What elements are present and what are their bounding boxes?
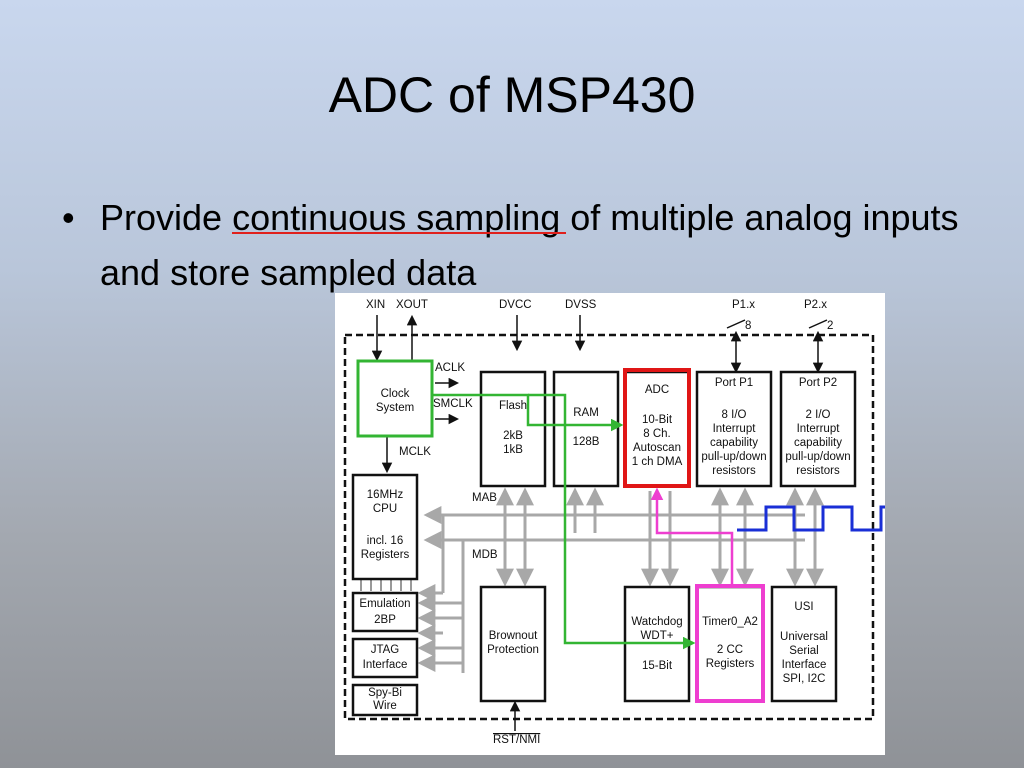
block-flash-line-2: 2kB xyxy=(503,430,523,442)
pin-p1-width-label: 8 xyxy=(745,320,751,332)
block-watchdog-line-1: Watchdog xyxy=(631,616,682,628)
highlight-timer xyxy=(695,584,765,703)
block-spy-bi-wire xyxy=(351,683,419,717)
block-emulation-line-1: Emulation xyxy=(359,598,410,610)
block-jtag-line-2: Interface xyxy=(363,659,408,671)
highlight-clock-system xyxy=(356,359,434,438)
pin-xout-label: XOUT xyxy=(396,299,428,311)
pin-xin-label: XIN xyxy=(366,299,385,311)
block-timer-line-3: Registers xyxy=(706,658,755,670)
block-usi-line-5: SPI, I2C xyxy=(783,673,826,685)
block-adc-line-2: 10-Bit xyxy=(642,414,673,426)
block-port-p2-line-1: Port P2 xyxy=(799,377,837,389)
timer-trigger-path xyxy=(650,487,734,585)
block-watchdog-line-2: WDT+ xyxy=(641,630,674,642)
block-port-p1-line-2: 8 I/O xyxy=(722,409,747,421)
block-watchdog-line-3: 15-Bit xyxy=(642,660,673,672)
signal-mdb-label: MDB xyxy=(472,549,498,561)
block-brownout-line-2: Protection xyxy=(487,644,539,656)
bullet-text-pre: Provide xyxy=(100,197,233,238)
block-adc-line-4: Autoscan xyxy=(633,442,681,454)
block-port-p1-line-4: capability xyxy=(710,437,758,449)
block-port-p2-line-3: Interrupt xyxy=(797,423,841,435)
block-adc-line-5: 1 ch DMA xyxy=(632,456,683,468)
block-adc-line-1: ADC xyxy=(645,384,669,396)
block-brownout-line-1: Brownout xyxy=(489,630,538,642)
block-cpu-line-4: Registers xyxy=(361,549,410,561)
highlight-adc xyxy=(623,368,691,488)
block-port-p2-line-4: capability xyxy=(794,437,842,449)
bullet-dot: • xyxy=(62,197,75,238)
bullet-item: Provide continuous sampling of multiple … xyxy=(100,190,960,300)
chip-boundary xyxy=(343,333,875,721)
timer-square-waveform xyxy=(737,505,885,532)
block-jtag xyxy=(351,637,419,679)
block-spybi-line-1: Spy-Bi xyxy=(368,687,402,699)
block-flash-line-3: 1kB xyxy=(503,444,523,456)
pin-p2x-label: P2.x xyxy=(804,299,827,311)
block-usi xyxy=(770,585,838,703)
block-flash xyxy=(479,370,547,488)
block-timer-line-2: 2 CC xyxy=(717,644,743,656)
block-jtag-line-1: JTAG xyxy=(371,644,400,656)
block-usi-line-2: Universal xyxy=(780,631,828,643)
pin-dvss-label: DVSS xyxy=(565,299,597,311)
signal-aclk-label: ACLK xyxy=(435,362,465,374)
block-ram-line-2: 128B xyxy=(573,436,600,448)
pin-p2-width-label: 2 xyxy=(827,320,833,332)
block-flash-line-1: Flash xyxy=(499,400,527,412)
block-port-p1 xyxy=(695,370,773,488)
pin-dvcc-label: DVCC xyxy=(499,299,532,311)
block-clock-line-1: Clock xyxy=(381,388,410,400)
block-ram xyxy=(552,370,620,488)
block-port-p1-line-6: resistors xyxy=(712,465,756,477)
block-timer-line-1: Timer0_A2 xyxy=(702,616,758,628)
block-emulation-line-2: 2BP xyxy=(374,614,396,626)
block-clock-line-2: System xyxy=(376,402,414,414)
block-cpu-line-1: 16MHz xyxy=(367,489,404,501)
block-spybi-line-2: Wire xyxy=(373,700,397,712)
pin-p1x-label: P1.x xyxy=(732,299,755,311)
block-port-p2-line-2: 2 I/O xyxy=(806,409,831,421)
pin-rst-nmi-label: RST/NMI xyxy=(493,734,540,746)
signal-smclk-label: SMCLK xyxy=(433,398,473,410)
block-usi-line-3: Serial xyxy=(789,645,818,657)
block-cpu-line-2: CPU xyxy=(373,503,397,515)
block-usi-line-4: Interface xyxy=(782,659,827,671)
bullet-underlined-phrase: continuous sampling xyxy=(232,197,561,238)
smclk-path-to-timer xyxy=(528,393,696,650)
pin-arrows xyxy=(371,314,828,731)
smclk-path-to-adc xyxy=(432,393,624,432)
signal-mclk-label: MCLK xyxy=(399,446,431,458)
msp430-block-diagram: XIN XOUT DVCC DVSS P1.x P2.x 8 2 RST/NMI… xyxy=(335,293,885,755)
block-cpu-line-3: incl. 16 xyxy=(367,535,403,547)
block-usi-line-1: USI xyxy=(794,601,813,613)
block-cpu xyxy=(351,473,419,581)
block-ram-line-1: RAM xyxy=(573,407,599,419)
block-emulation xyxy=(351,591,419,633)
block-port-p2-line-6: resistors xyxy=(796,465,840,477)
block-port-p2 xyxy=(779,370,857,488)
slide-title: ADC of MSP430 xyxy=(328,67,696,123)
block-port-p1-line-3: Interrupt xyxy=(713,423,757,435)
block-port-p2-line-5: pull-up/down xyxy=(785,451,850,463)
signal-mab-label: MAB xyxy=(472,492,497,504)
block-port-p1-line-5: pull-up/down xyxy=(701,451,766,463)
block-brownout xyxy=(479,585,547,703)
block-adc-line-3: 8 Ch. xyxy=(643,428,671,440)
bullet-text-post: of multiple analog inputs and store samp… xyxy=(100,197,959,293)
block-port-p1-line-1: Port P1 xyxy=(715,377,753,389)
cpu-pin-ticks xyxy=(360,580,412,591)
